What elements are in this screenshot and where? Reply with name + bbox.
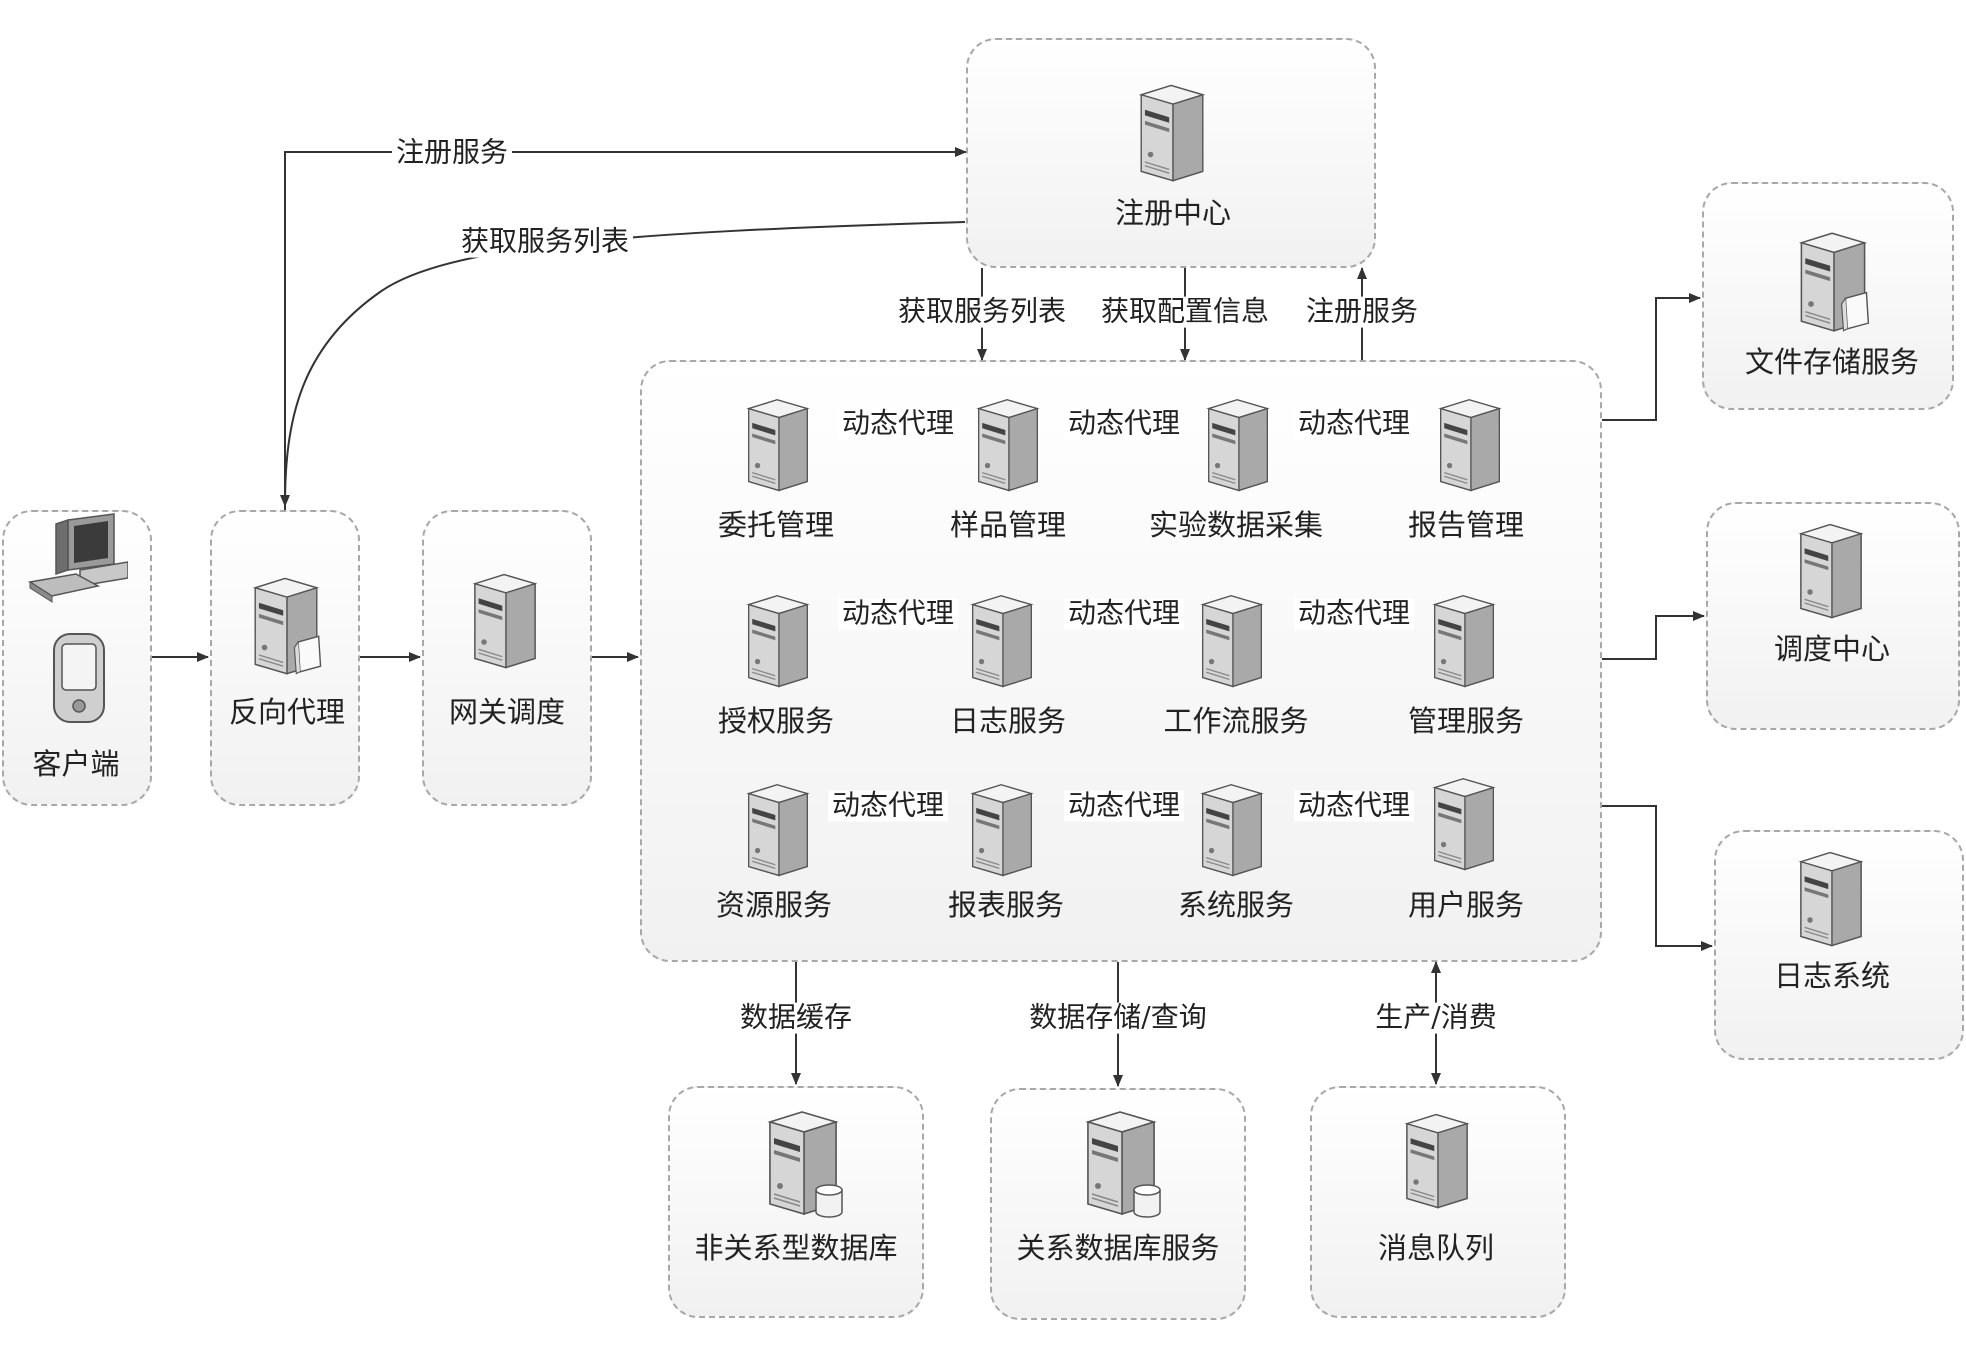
server-icon [1438,399,1502,492]
service-label-r3-2: 报表服务 [947,888,1065,922]
mq-label: 消息队列 [1377,1231,1495,1265]
server-icon [970,784,1034,877]
server-icon [746,595,810,688]
edge-label-data-cache: 数据缓存 [735,1002,857,1034]
rdbms-label: 关系数据库服务 [1016,1231,1220,1265]
server-icon [976,399,1040,492]
scheduler-label: 调度中心 [1773,632,1891,666]
server-icon [1432,778,1496,871]
server-database-icon [767,1111,843,1218]
server-icon [746,784,810,877]
server-icon [1404,1113,1470,1209]
service-label-r2-4: 管理服务 [1407,704,1525,738]
edge-services-to-scheduler [1602,611,1705,660]
edge-label-produce-consume: 生产/消费 [1371,1002,1501,1034]
edge-label-dp-r1-3: 动态代理 [1293,408,1415,440]
server-icon [746,399,810,492]
edge-label-dp-r3-1: 动态代理 [827,790,949,822]
desktop-computer-icon [28,513,128,603]
server-icon [1798,523,1864,619]
server-icon [1138,84,1206,182]
service-label-r1-3: 实验数据采集 [1148,508,1324,542]
service-label-r3-1: 资源服务 [715,888,833,922]
server-icon [1200,784,1264,877]
server-database-icon [1085,1111,1161,1218]
service-label-r2-1: 授权服务 [717,704,835,738]
log-system-label: 日志系统 [1773,959,1891,993]
edge-label-dp-r2-1: 动态代理 [837,598,959,630]
registry-label: 注册中心 [1114,196,1232,230]
edge-label-register-top: 注册服务 [391,137,513,169]
server-document-icon [252,577,322,675]
server-icon [970,595,1034,688]
edge-proxy-register [284,147,967,510]
gateway-label: 网关调度 [448,695,566,729]
edge-registry-to-proxy [280,221,966,507]
service-label-r2-2: 日志服务 [949,704,1067,738]
server-icon [1200,595,1264,688]
edge-label-dp-r2-3: 动态代理 [1293,598,1415,630]
service-label-r1-2: 样品管理 [949,508,1067,542]
server-icon [1206,399,1270,492]
edge-services-to-log-system [1602,805,1713,951]
edge-label-fetch-config: 获取配置信息 [1096,296,1274,328]
mobile-device-icon [53,633,105,723]
edge-label-dp-r3-3: 动态代理 [1293,790,1415,822]
edge-label-fetch-list-top: 获取服务列表 [456,226,634,258]
service-label-r2-3: 工作流服务 [1163,704,1309,738]
server-icon [472,573,538,669]
server-icon [1798,851,1864,947]
edge-label-fetch-list-mid: 获取服务列表 [893,296,1071,328]
service-label-r1-1: 委托管理 [717,508,835,542]
edge-label-dp-r1-2: 动态代理 [1063,408,1185,440]
server-icon [1432,595,1496,688]
service-label-r3-3: 系统服务 [1177,888,1295,922]
edge-label-dp-r1-1: 动态代理 [837,408,959,440]
edge-services-to-file-storage [1602,293,1701,421]
nosql-label: 非关系型数据库 [694,1231,898,1265]
file-storage-label: 文件存储服务 [1744,345,1920,379]
server-document-icon [1798,232,1870,332]
edge-label-register-mid: 注册服务 [1301,296,1423,328]
edge-label-dp-r3-2: 动态代理 [1063,790,1185,822]
client-label: 客户端 [32,747,120,781]
reverse-proxy-label: 反向代理 [228,695,346,729]
service-label-r3-4: 用户服务 [1407,888,1525,922]
edge-label-data-store: 数据存储/查询 [1025,1002,1211,1034]
service-label-r1-4: 报告管理 [1407,508,1525,542]
edge-label-dp-r2-2: 动态代理 [1063,598,1185,630]
